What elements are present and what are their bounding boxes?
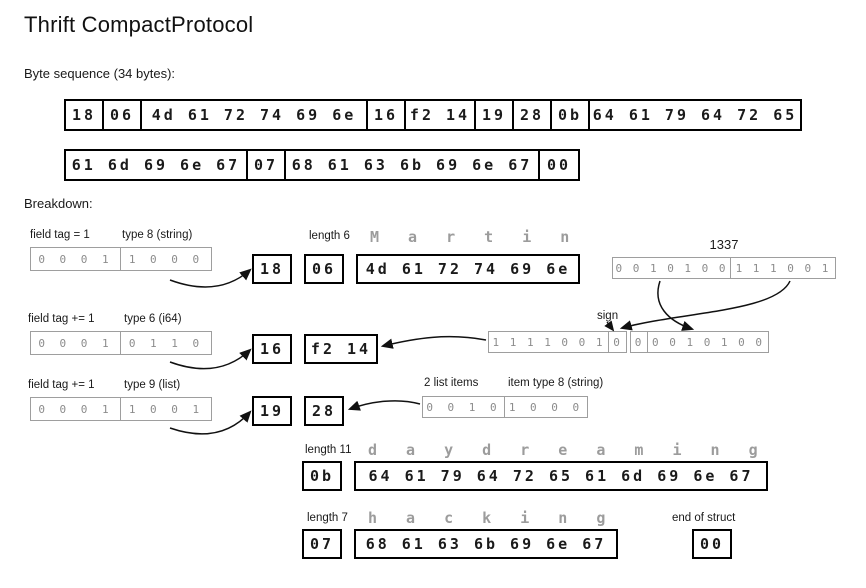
field1-length-byte: 06 (304, 254, 344, 284)
value-1337-low-bits: 1 1 1 0 0 1 (735, 261, 831, 275)
varint-continuation-bit: 0 (631, 332, 648, 352)
list-header-byte: 28 (304, 396, 344, 426)
varint-byte2-box: 0 0 0 1 0 1 0 0 (630, 331, 769, 353)
field1-binary-box: 0 0 0 1 1 0 0 0 (30, 247, 212, 271)
field2-tag-label: field tag += 1 (28, 313, 95, 325)
value-1337-label: 1337 (709, 237, 739, 252)
list-header-binary-box: 0 0 1 0 1 0 0 0 (422, 396, 588, 418)
item2-value-bytes: 68 61 63 6b 69 6e 67 (354, 529, 618, 559)
byte-sequence-row-1: 18 06 4d 61 72 74 69 6e 16 f2 14 19 28 0… (64, 99, 802, 131)
item1-value-bytes: 64 61 79 64 72 65 61 6d 69 6e 67 (354, 461, 768, 491)
arrow-1337-high-to-byte2 (657, 280, 695, 331)
list-items-label: 2 list items (424, 377, 479, 389)
seq-byte: 28 (514, 101, 552, 129)
field2-tag-bits: 0 0 0 1 (31, 332, 121, 354)
field3-type-bits: 1 0 0 1 (128, 402, 204, 416)
field2-binary-box: 0 0 0 1 0 1 1 0 (30, 331, 212, 355)
arrow-1337-low-to-byte1 (619, 280, 791, 331)
item2-ascii-text: h a c k i n g (368, 509, 616, 527)
field3-tag-bits: 0 0 0 1 (31, 398, 121, 420)
arrow-field1-bits-to-byte (169, 268, 252, 288)
field3-type-label: type 9 (list) (124, 379, 181, 391)
byte-sequence-label: Byte sequence (34 bytes): (24, 66, 176, 81)
seq-byte: 00 (546, 156, 572, 174)
field2-value-bytes: f2 14 (304, 334, 378, 364)
field1-type-bits: 1 0 0 0 (128, 252, 204, 266)
seq-bytes-varint: f2 14 (406, 101, 476, 129)
byte-sequence-row-2: 61 6d 69 6e 67 07 68 61 63 6b 69 6e 67 0… (64, 149, 580, 181)
field1-header-byte: 18 (252, 254, 292, 284)
field2-header-byte: 16 (252, 334, 292, 364)
varint-sign-bit: 0 (613, 335, 622, 349)
seq-byte: 16 (368, 101, 406, 129)
seq-byte: 19 (476, 101, 514, 129)
sign-label: sign (597, 310, 619, 322)
seq-byte: 07 (248, 151, 286, 179)
end-of-struct-byte: 00 (692, 529, 732, 559)
list-size-bits: 0 0 1 0 (423, 397, 505, 417)
item1-ascii-text: d a y d r e a m i n g (368, 441, 768, 459)
item2-length-byte: 07 (302, 529, 342, 559)
field1-value-bytes: 4d 61 72 74 69 6e (356, 254, 580, 284)
seq-bytes-aming: 61 6d 69 6e 67 (66, 151, 248, 179)
arrow-sign-to-sign-bit (604, 320, 615, 332)
list-item-type-label: item type 8 (string) (508, 377, 604, 389)
field2-type-bits: 0 1 1 0 (128, 336, 204, 350)
field3-binary-box: 0 0 0 1 1 0 0 1 (30, 397, 212, 421)
varint-byte1-bits: 1 1 1 1 0 0 1 (489, 332, 609, 352)
arrow-varint-to-f2-14 (380, 335, 487, 349)
item1-length-byte: 0b (302, 461, 342, 491)
seq-byte: 18 (66, 101, 104, 129)
field2-type-label: type 6 (i64) (124, 313, 182, 325)
item1-length-label: length 11 (305, 444, 352, 456)
seq-byte: 06 (104, 101, 142, 129)
varint-byte2-bits: 0 0 1 0 1 0 0 (651, 335, 765, 349)
seq-bytes-martin: 4d 61 72 74 69 6e (142, 101, 368, 129)
field1-ascii-text: M a r t i n (370, 228, 580, 246)
value-1337-binary-box: 0 0 1 0 1 0 0 1 1 1 0 0 1 (612, 257, 836, 279)
field1-length-label: length 6 (309, 230, 350, 242)
field3-tag-label: field tag += 1 (28, 379, 95, 391)
breakdown-label: Breakdown: (24, 196, 93, 211)
end-of-struct-label: end of struct (672, 512, 736, 524)
varint-byte1-box: 1 1 1 1 0 0 1 0 (488, 331, 627, 353)
page-title: Thrift CompactProtocol (24, 12, 254, 37)
seq-bytes-hacking: 68 61 63 6b 69 6e 67 (286, 151, 540, 179)
item2-length-label: length 7 (307, 512, 348, 524)
field1-type-label: type 8 (string) (122, 229, 193, 241)
list-item-type-bits: 1 0 0 0 (508, 400, 584, 414)
value-1337-high-bits: 0 0 1 0 1 0 0 (613, 258, 731, 278)
seq-bytes-daydre: 64 61 79 64 72 65 (592, 106, 798, 124)
field1-tag-label: field tag = 1 (30, 229, 90, 241)
arrow-list-header-to-28 (347, 400, 421, 411)
field1-tag-bits: 0 0 0 1 (31, 248, 121, 270)
field3-header-byte: 19 (252, 396, 292, 426)
seq-byte: 0b (552, 101, 590, 129)
